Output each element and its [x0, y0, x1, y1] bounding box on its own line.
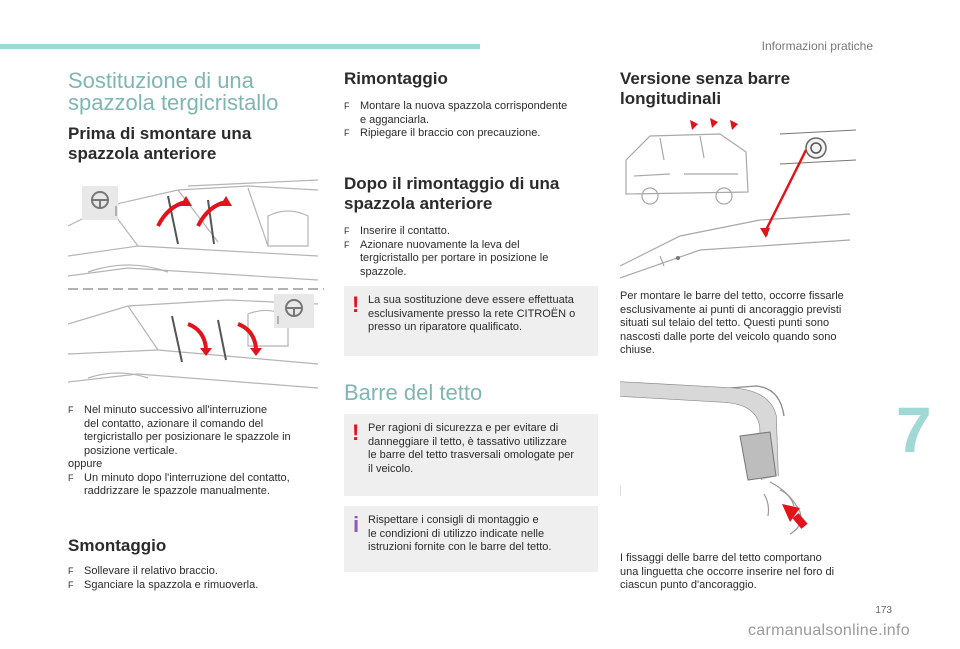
warning-icon: !: [352, 292, 360, 317]
bullet-item: F Nel minuto successivo all'interruzione…: [68, 404, 291, 457]
roof-bar-fixing-illustration: [620, 381, 808, 535]
bullet-arrow-icon: F: [344, 226, 350, 236]
smontaggio-instructions: F Sollevare il relativo braccio. F Sganc…: [68, 565, 328, 592]
bullet-item: F Azionare nuovamente la leva del tergic…: [344, 238, 549, 278]
anchor-point-arrows: [690, 118, 738, 130]
page-title: Sostituzione di una spazzola tergicrista…: [68, 70, 278, 114]
bullet-arrow-icon: F: [344, 101, 350, 111]
warning-box-service: ! La sua sostituzione deve essere effett…: [344, 286, 598, 356]
removal-instructions: F Nel minuto successivo all'interruzione…: [68, 404, 328, 499]
dopo-rimontaggio-instructions: F Inserire il contatto. F Azionare nuova…: [344, 225, 602, 279]
subtitle-line-2: spazzola anteriore: [68, 144, 217, 163]
rimontaggio-instructions: F Montare la nuova spazzola corrisponden…: [344, 100, 602, 141]
dashed-separator: [68, 288, 324, 290]
page-title-line-2: spazzola tergicristallo: [68, 90, 279, 115]
wiper-illustration-top: [68, 179, 319, 281]
rotation-arrow: [237, 322, 258, 349]
page-number: 173: [875, 605, 892, 616]
dopo-rimontaggio-title: Dopo il rimontaggio di una spazzola ante…: [344, 174, 560, 213]
bullet-arrow-icon: F: [344, 128, 350, 138]
steering-wheel-icon: [91, 191, 109, 209]
bullet-arrow-icon: F: [344, 239, 350, 250]
smontaggio-title: Smontaggio: [68, 536, 167, 555]
anchor-point-detail: [805, 137, 827, 159]
bullet-item: F Sollevare il relativo braccio.: [68, 565, 218, 577]
subtitle-before-removal: Prima di smontare una spazzola anteriore: [68, 124, 251, 164]
header-accent-bar: [0, 44, 480, 49]
bullet-arrow-icon: F: [68, 405, 74, 415]
chapter-number: 7: [896, 394, 932, 466]
warning-box-roof-bars: ! Per ragioni di sicurezza e per evitare…: [344, 414, 598, 496]
page-title-line-1: Sostituzione di una: [68, 68, 254, 93]
wiper-illustration-bottom: [68, 294, 319, 389]
bullet-item: F Inserire il contatto.: [344, 225, 450, 237]
roof-anchor-illustration: [620, 118, 857, 279]
insertion-arrow: [782, 504, 808, 529]
oppure-label: oppure: [68, 458, 103, 470]
bullet-item: F Sganciare la spazzola e rimuoverla.: [68, 578, 259, 591]
steering-wheel-icon: [285, 299, 303, 317]
watermark: carmanualsonline.info: [748, 622, 910, 639]
pointer-line: [764, 149, 808, 231]
rotation-arrow: [187, 322, 208, 349]
rimontaggio-title: Rimontaggio: [344, 69, 448, 88]
info-box-instructions: i Rispettare i consigli di montaggio e l…: [344, 506, 598, 572]
versione-senza-barre-title: Versione senza barre longitudinali: [620, 69, 791, 108]
section-label: Informazioni pratiche: [761, 39, 873, 53]
bullet-item: F Ripiegare il braccio con precauzione.: [344, 127, 541, 139]
bullet-arrow-icon: F: [68, 579, 74, 590]
anchoring-description: Per montare le barre del tetto, occorre …: [620, 290, 844, 356]
info-icon: i: [353, 512, 360, 537]
bullet-arrow-icon: F: [68, 472, 74, 483]
barre-del-tetto-title: Barre del tetto: [344, 380, 483, 405]
bullet-item: F Montare la nuova spazzola corrisponden…: [344, 100, 568, 126]
hand-drawing: [763, 481, 802, 535]
bullet-arrow-icon: F: [68, 566, 74, 576]
warning-icon: !: [352, 420, 360, 445]
subtitle-line-1: Prima di smontare una: [68, 124, 252, 143]
bullet-item: F Un minuto dopo l'interruzione del cont…: [68, 471, 290, 498]
fixing-description: I fissaggi delle barre del tetto comport…: [620, 552, 835, 591]
